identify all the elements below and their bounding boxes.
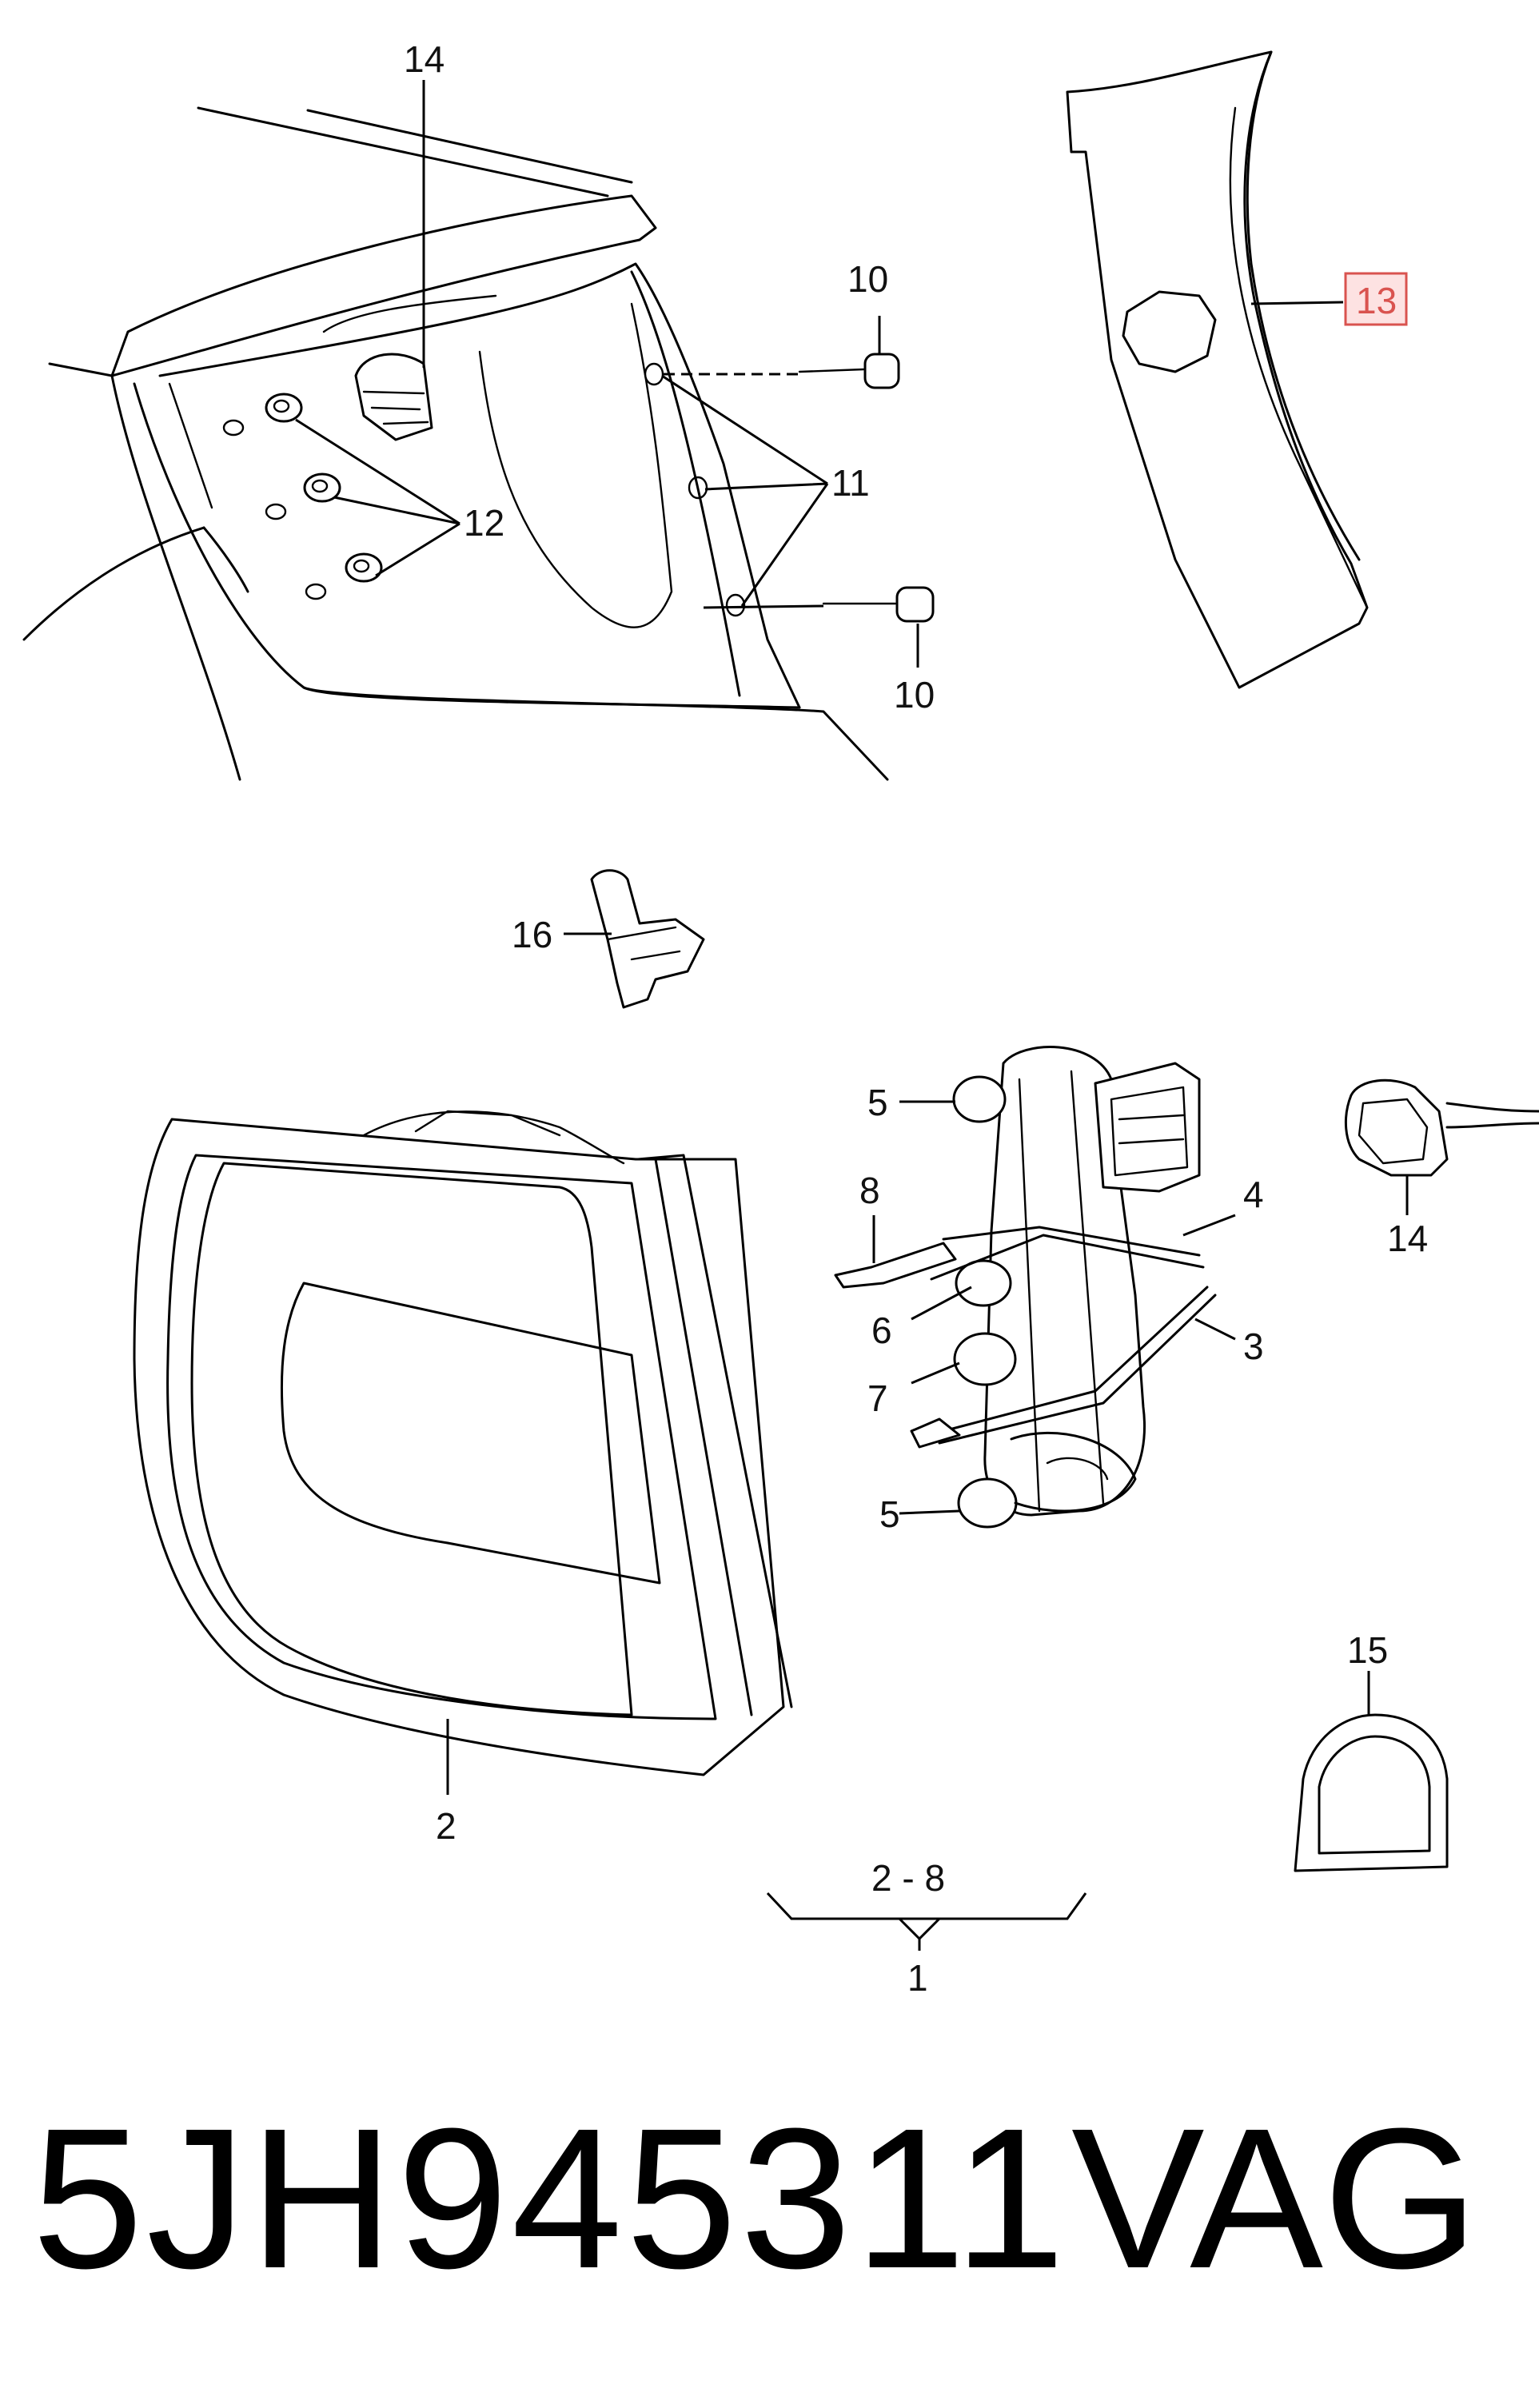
seal-15-drawing: [1294, 1713, 1449, 1872]
callout-15: 15: [1347, 1629, 1388, 1671]
callout-6: 6: [871, 1310, 892, 1351]
callout-1: 1: [907, 1957, 928, 1999]
callout-2: 2: [436, 1805, 457, 1847]
callout-5-top: 5: [867, 1082, 888, 1123]
brand-name: VAG: [1071, 2087, 1479, 2310]
callout-14-top: 14: [404, 38, 445, 80]
callout-14-right: 14: [1387, 1218, 1428, 1259]
callout-12: 12: [464, 502, 504, 544]
part-number: 5JH945311: [32, 2087, 1069, 2310]
trim-panel-drawing: [1066, 50, 1369, 689]
bracket-16-drawing: [590, 869, 705, 1009]
connector-14-drawing: [1344, 1078, 1539, 1177]
callout-7: 7: [867, 1377, 888, 1419]
body-cavity-drawing: [22, 106, 935, 781]
callout-13: 13: [1356, 280, 1397, 321]
callout-8: 8: [859, 1170, 880, 1211]
callout-5-bottom: 5: [879, 1493, 900, 1535]
footer: 5JH945311 VAG: [32, 2095, 1519, 2302]
callout-4: 4: [1243, 1174, 1264, 1215]
callout-16: 16: [512, 914, 552, 955]
callout-11: 11: [831, 462, 870, 504]
bulb-holder-drawing: [834, 1046, 1217, 1529]
callout-10-top: 10: [847, 258, 888, 300]
callout-10-bottom: 10: [894, 674, 935, 716]
callout-2-8: 2 - 8: [871, 1857, 945, 1899]
callout-13-highlight: [1344, 272, 1408, 326]
callout-3: 3: [1243, 1326, 1264, 1367]
tail-light-lens-drawing: [133, 1110, 793, 1776]
